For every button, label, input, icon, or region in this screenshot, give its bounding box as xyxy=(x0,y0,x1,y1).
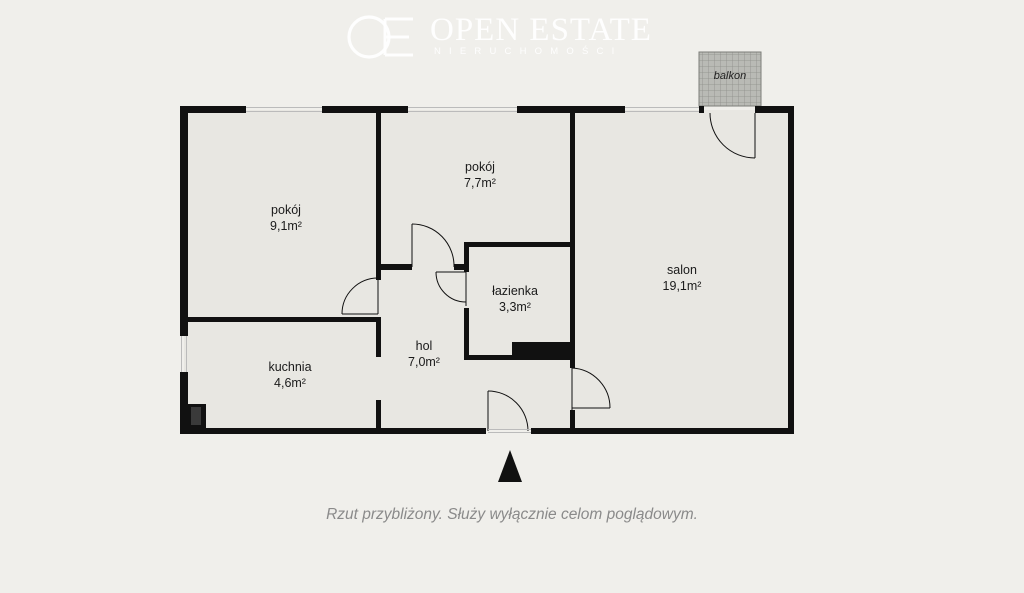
room-name: łazienka xyxy=(492,284,538,298)
room-name: kuchnia xyxy=(268,360,312,374)
room-label-pokoj-left: pokój 9,1m² xyxy=(226,202,346,234)
room-label-hol: hol 7,0m² xyxy=(364,338,484,370)
room-label-lazienka: łazienka 3,3m² xyxy=(455,283,575,315)
room-name: pokój xyxy=(271,203,301,217)
entrance-arrow-icon xyxy=(498,450,522,482)
entrance-threshold xyxy=(488,429,531,433)
exterior-walls xyxy=(180,106,794,434)
windows xyxy=(181,107,699,372)
room-area: 3,3m² xyxy=(499,300,531,314)
room-label-salon: salon 19,1m² xyxy=(622,262,742,294)
doors xyxy=(341,112,756,432)
room-area: 9,1m² xyxy=(270,219,302,233)
brand-subtitle: NIERUCHOMOŚCI xyxy=(434,46,623,57)
floor-area xyxy=(184,110,790,430)
brand-name: OPEN ESTATE xyxy=(430,12,652,48)
disclaimer-text: Rzut przybliżony. Służy wyłącznie celom … xyxy=(326,506,698,523)
logo-icon xyxy=(347,15,413,59)
room-label-pokoj-mid: pokój 7,7m² xyxy=(420,159,540,191)
room-area: 4,6m² xyxy=(274,376,306,390)
room-name: hol xyxy=(415,339,433,353)
room-area: 19,1m² xyxy=(662,279,702,293)
room-label-kuchnia: kuchnia 4,6m² xyxy=(230,359,350,391)
balcony-area xyxy=(698,51,762,107)
room-area: 7,0m² xyxy=(408,355,440,369)
interior-walls xyxy=(184,110,575,432)
room-name: salon xyxy=(667,263,697,277)
room-area: 7,7m² xyxy=(464,176,496,190)
room-name: pokój xyxy=(465,160,495,174)
balcony-label: balkon xyxy=(713,70,747,82)
